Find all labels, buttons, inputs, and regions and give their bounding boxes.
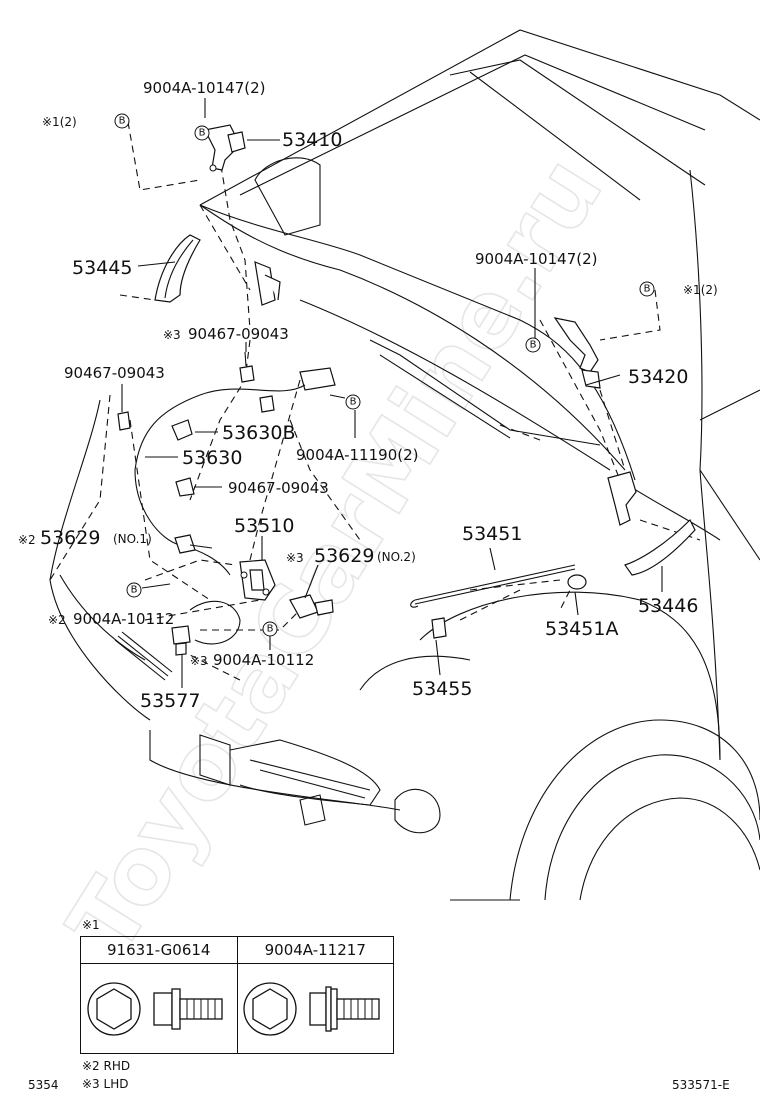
- table-note: ※1: [82, 918, 100, 932]
- footnote-lhd: ※3 LHD: [82, 1077, 129, 1091]
- page-code-right: 533571-E: [672, 1078, 730, 1092]
- hood-cushion-53577: [171, 625, 191, 656]
- label-9004a-10147-left: 9004A-10147(2): [143, 79, 265, 97]
- bolt-reference-table: 91631-G0614 9004A-11217: [80, 936, 394, 1054]
- hood-hinge-left: [204, 124, 246, 172]
- flange-bolt-icon: [87, 981, 223, 1036]
- support-rod-holder: [431, 617, 447, 639]
- hood-lock-support-no1: [174, 534, 213, 554]
- label-ref3-upper: ※3: [163, 328, 181, 342]
- hood-hinge-right: [553, 317, 601, 389]
- label-53410: 53410: [282, 129, 342, 151]
- page-code-left: 5354: [28, 1078, 59, 1092]
- label-ref3-10112: ※3: [190, 654, 208, 668]
- label-9004a-11190: 9004A-11190(2): [296, 446, 418, 464]
- svg-text:B: B: [267, 624, 274, 635]
- clip-90467-upper: [239, 351, 255, 383]
- hood-seal-right: [624, 518, 696, 576]
- clip-90467-left: [117, 411, 131, 431]
- bolt-9004a-11217-cell: [236, 963, 394, 1054]
- label-53445: 53445: [72, 257, 132, 279]
- label-ref1-right: ※1(2): [683, 283, 718, 297]
- car-body: [49, 29, 760, 901]
- part-labels: 9004A-10147(2) ※1(2) 53410 53445 ※3 9046…: [18, 79, 718, 712]
- hood-lock-assembly: [239, 559, 276, 601]
- svg-text:B: B: [530, 340, 537, 351]
- label-53630: 53630: [182, 447, 242, 469]
- label-no1: (NO.1): [113, 532, 152, 546]
- label-53451a: 53451A: [545, 618, 618, 640]
- table-col2-header: 9004A-11217: [236, 936, 394, 964]
- label-53630b: 53630B: [222, 422, 295, 444]
- support-rod-grommet: [567, 574, 587, 590]
- label-9004a-10147-right: 9004A-10147(2): [475, 250, 597, 268]
- label-90467-09043-lower: 90467-09043: [228, 479, 329, 497]
- label-ref2-10112: ※2: [48, 613, 66, 627]
- label-ref3-53629: ※3: [286, 551, 304, 565]
- label-53629-no1: 53629: [40, 527, 100, 549]
- clip-90467-lower: [175, 477, 195, 497]
- footnote-rhd: ※2 RHD: [82, 1059, 131, 1073]
- label-ref1-left: ※1(2): [42, 115, 77, 129]
- table-col1-header: 91631-G0614: [80, 936, 238, 964]
- label-53420: 53420: [628, 366, 688, 388]
- label-53510: 53510: [234, 515, 294, 537]
- svg-text:B: B: [119, 116, 126, 127]
- label-53455: 53455: [412, 678, 472, 700]
- svg-text:B: B: [199, 128, 206, 139]
- hood-stay-bracket: [254, 261, 281, 306]
- cable-clip-53630b: [171, 419, 193, 441]
- hood-support-rod: [410, 564, 576, 608]
- leader-lines: [49, 121, 701, 681]
- svg-text:B: B: [350, 397, 357, 408]
- washer-bolt-icon: [243, 981, 380, 1036]
- label-ref2-53629: ※2: [18, 533, 36, 547]
- hood-lock-support-no2: [289, 594, 334, 619]
- label-53451: 53451: [462, 523, 522, 545]
- b-markers: B B B B B B B: [114, 113, 655, 637]
- hood-release-handle: [259, 367, 336, 413]
- label-53446: 53446: [638, 595, 698, 617]
- label-90467-09043-left: 90467-09043: [64, 364, 165, 382]
- label-leaders: [121, 98, 663, 688]
- svg-text:B: B: [644, 284, 651, 295]
- hood-striker: [607, 471, 637, 526]
- bolt-91631-cell: [80, 963, 238, 1054]
- label-53577: 53577: [140, 690, 200, 712]
- label-53629-no2: 53629: [314, 545, 374, 567]
- svg-text:B: B: [131, 585, 138, 596]
- label-9004a-10112-right: 9004A-10112: [213, 651, 314, 669]
- label-no2: (NO.2): [377, 550, 416, 564]
- label-90467-09043-upper: 90467-09043: [188, 325, 289, 343]
- label-9004a-10112-left: 9004A-10112: [73, 610, 174, 628]
- hood-seal-left: [154, 234, 201, 303]
